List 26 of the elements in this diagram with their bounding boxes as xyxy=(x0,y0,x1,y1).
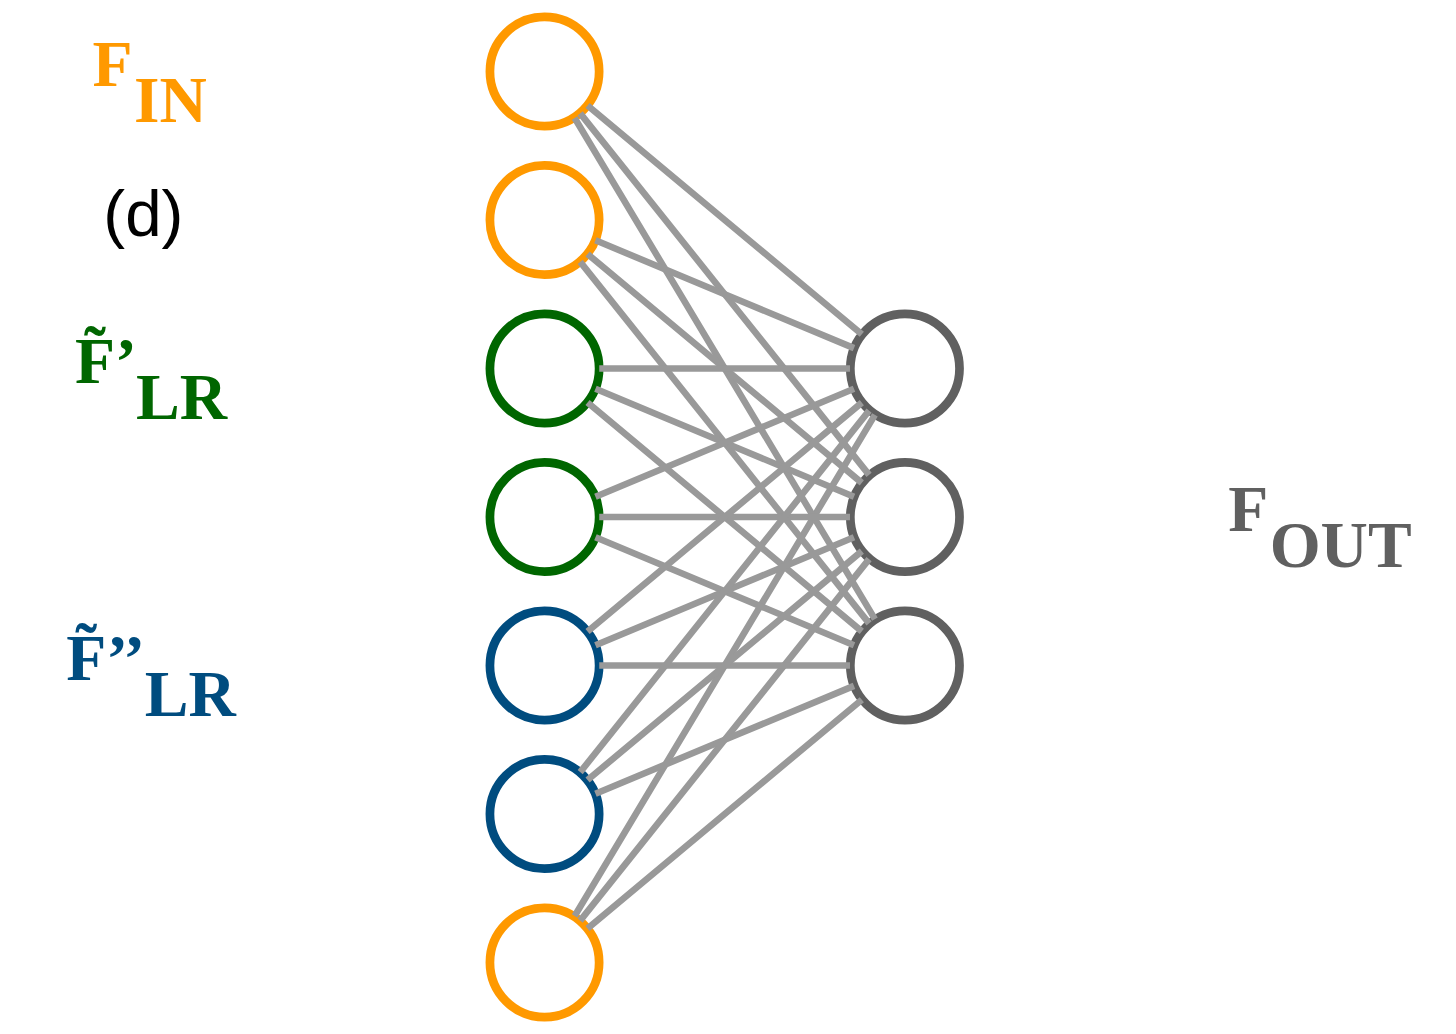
connector xyxy=(571,413,878,918)
node-circle xyxy=(485,755,604,873)
connector xyxy=(585,548,864,783)
connector xyxy=(577,408,872,775)
connector xyxy=(594,385,856,500)
node-circle xyxy=(485,309,604,428)
connector xyxy=(585,103,864,337)
connector xyxy=(585,251,864,486)
node-circle xyxy=(485,606,604,725)
connector xyxy=(594,534,856,649)
node-circle xyxy=(845,309,964,428)
connector xyxy=(585,697,864,931)
node-circle xyxy=(485,161,604,279)
connector xyxy=(577,557,872,923)
node-circle xyxy=(845,458,964,576)
node-circle xyxy=(485,458,604,576)
connector xyxy=(571,116,878,621)
connector xyxy=(585,400,864,634)
connector xyxy=(594,237,856,352)
label: (d) xyxy=(103,177,184,251)
node-circle xyxy=(485,903,604,1022)
node-circle xyxy=(845,606,964,725)
node-circle xyxy=(485,12,604,131)
connector xyxy=(577,111,872,477)
connector xyxy=(594,682,856,797)
connector xyxy=(577,259,872,626)
